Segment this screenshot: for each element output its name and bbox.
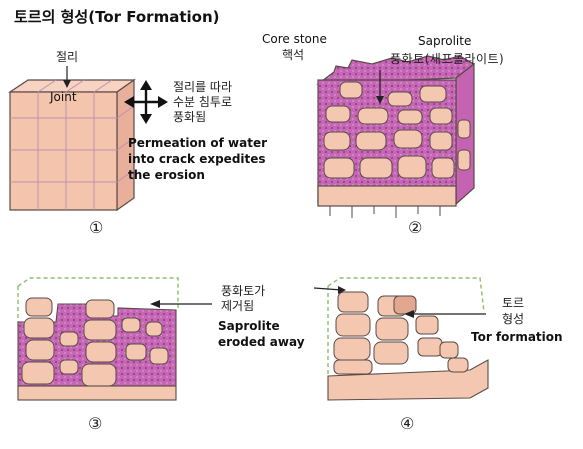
- panel4-number: ④: [400, 414, 415, 433]
- panel2-label-saprolite-en: Saprolite: [418, 34, 472, 48]
- panel1-bedrock-block: [8, 66, 168, 212]
- panel3-label-removed-ko-line1: 풍화토가: [221, 284, 266, 298]
- panel4-tor: [313, 277, 489, 401]
- panel1-desc-en-line1: Permeation of water: [128, 136, 268, 150]
- panel3-label-removed-ko-line2: 제거됨: [221, 299, 255, 313]
- panel2-label-core-en: Core stone: [262, 32, 327, 46]
- panel4-label-tor-ko-line1: 토르: [502, 296, 525, 310]
- figure-title: 토르의 형성(Tor Formation): [14, 8, 220, 26]
- panel1-label-joint-en: Joint: [50, 90, 77, 104]
- panel1-desc-ko-line1: 절리를 따라: [173, 80, 233, 94]
- panel3-number: ③: [88, 414, 103, 433]
- panel4-label-tor-en: Tor formation: [471, 330, 563, 344]
- panel2-number: ②: [408, 218, 423, 237]
- panel3-label-removed-en-line1: Saprolite: [218, 319, 280, 333]
- panel1-label-joint-ko: 절리: [56, 50, 79, 64]
- panel1-desc-ko-line3: 풍화됨: [173, 110, 207, 124]
- panel1-desc-en-line3: the erosion: [128, 168, 205, 182]
- panel3-label-removed-en-line2: eroded away: [218, 335, 305, 349]
- panel1-desc-en-line2: into crack expedites: [128, 152, 266, 166]
- panel4-label-tor-ko-line2: 형성: [502, 312, 525, 326]
- panel2-weathered-block: [316, 55, 476, 218]
- panel1-number: ①: [89, 218, 104, 237]
- panel1-desc-ko-line2: 수분 침투로: [173, 95, 233, 109]
- panel2-label-saprolite-ko: 풍화토(새프롤라이트): [390, 52, 505, 66]
- panel2-label-core-ko: 핵석: [282, 48, 305, 62]
- panel3-exposed-block: [17, 277, 212, 401]
